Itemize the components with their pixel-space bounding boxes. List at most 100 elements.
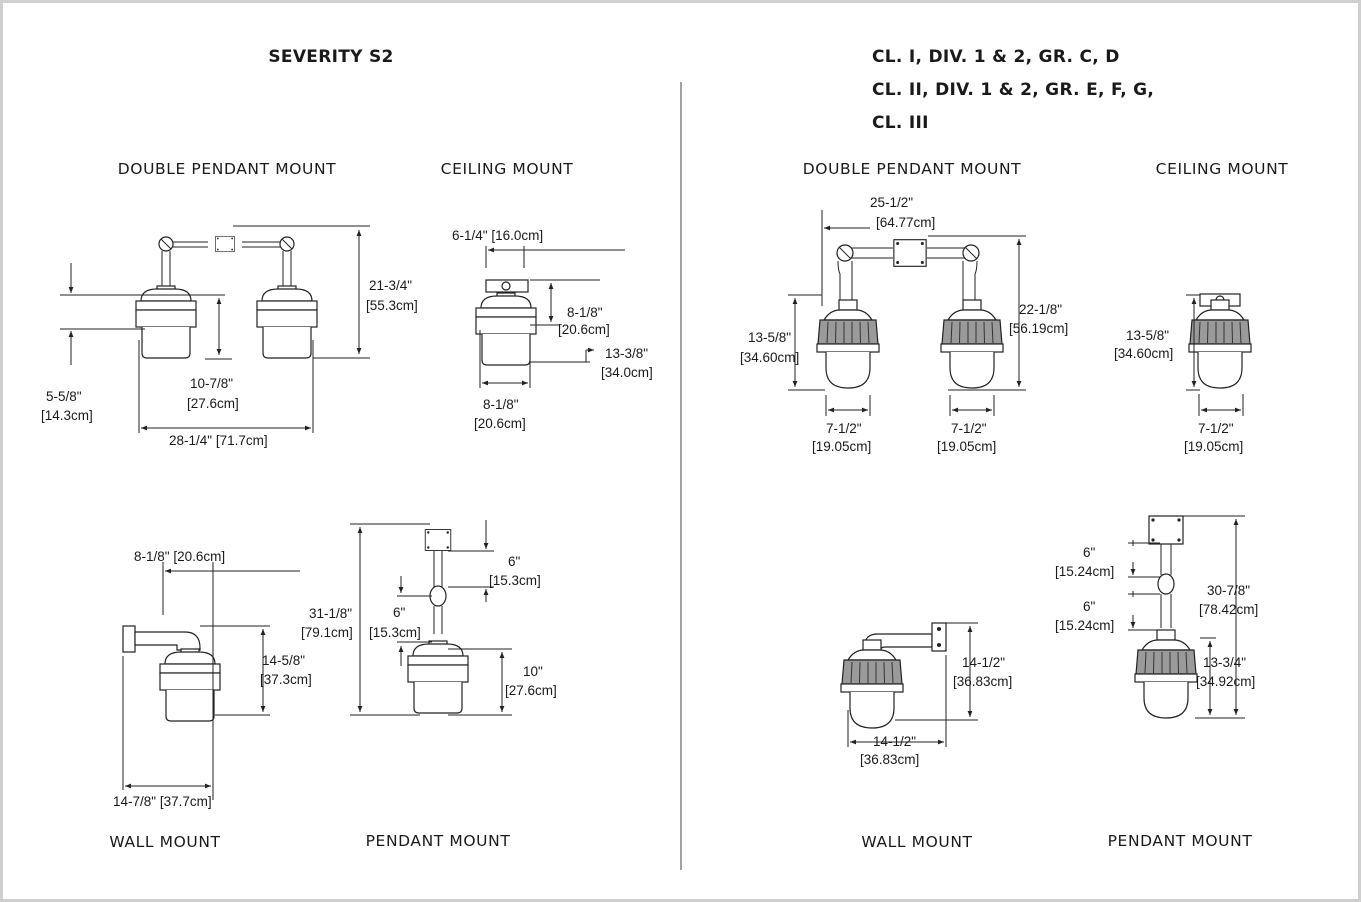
right-dim-pm-body-b: [34.92cm] [1196,674,1255,689]
right-dim-dp-w1-a: 7-1/2" [826,421,862,436]
fixture-part [937,627,941,631]
luminaire [940,299,1004,389]
right-dim-pm-lower-a: 6" [1083,599,1096,614]
left-wall-title: WALL MOUNT [109,833,220,851]
left-double-pendant-fixture [135,235,318,359]
right-dim-pm-total-a: 30-7/8" [1207,583,1250,598]
left-dim-pm-total-a: 31-1/8" [309,606,352,621]
right-dim-dp-left-b: [34.60cm] [740,350,799,365]
right-wall-dims: 14-1/2" [36.83cm] 14-1/2" [36.83cm] [847,622,1012,767]
right-dim-dp-right-b: [56.19cm] [1009,321,1068,336]
right-dim-pm-lower-b: [15.24cm] [1055,618,1114,633]
junction-box [1148,515,1184,545]
left-dim-cm-height-a: 13-3/8" [605,346,648,361]
right-double-pendant-fixture [816,239,1004,389]
luminaire [159,648,221,722]
fixture-part [1157,573,1175,595]
right-dim-pm-upper-a: 6" [1083,545,1096,560]
right-header-line-3: CL. III [872,113,929,133]
fixture-part [429,585,447,607]
fixture-part [122,625,136,653]
junction-box [424,529,452,551]
right-double-pendant-dims: 25-1/2" [64.77cm] 22-1/8" [56.19cm] 13-5… [740,195,1068,454]
fixture-part [837,260,853,300]
left-dim-dp-side-a: 5-5/8" [46,389,82,404]
left-dim-cm-body-a: 8-1/8" [567,305,603,320]
right-dim-cm-height-a: 13-5/8" [1126,328,1169,343]
junction-box [893,239,927,267]
junction-box [215,235,235,253]
fixture-part [962,260,978,300]
left-dim-cm-height-b: [34.0cm] [601,365,653,380]
right-dim-wm-height-a: 14-1/2" [962,655,1005,670]
right-dim-pm-total-b: [78.42cm] [1199,602,1258,617]
right-ceiling-title: CEILING MOUNT [1156,160,1289,178]
luminaire [256,285,318,359]
left-double-pendant-dims: 21-3/4" [55.3cm] 5-5/8" [14.3cm] 10-7/8"… [41,225,418,448]
left-dim-pm-upper-a: 6" [508,554,521,569]
left-dim-dp-body-b: [27.6cm] [187,396,239,411]
right-dim-wm-width-a: 14-1/2" [873,734,916,749]
left-dim-wm-height-a: 14-5/8" [262,653,305,668]
fixture-part [964,246,978,260]
fixture-part [134,631,201,651]
luminaire [475,292,537,366]
left-header: SEVERITY S2 [268,47,393,67]
fixture-part [501,281,511,291]
left-ceiling-title: CEILING MOUNT [441,160,574,178]
right-dim-dp-right-a: 22-1/8" [1019,302,1062,317]
right-pendant-dims: 30-7/8" [78.42cm] 6" [15.24cm] 6" [15.24… [1055,515,1258,719]
right-ceiling-fixture [1188,293,1252,389]
right-dim-dp-w2-b: [19.05cm] [937,439,996,454]
right-dim-dp-top-b: [64.77cm] [876,215,935,230]
fixture-part [931,622,947,652]
left-ceiling-dims: 6-1/4" [16.0cm] 8-1/8" [20.6cm] 13-3/8" … [452,228,653,431]
left-dim-dp-body-a: 10-7/8" [190,376,233,391]
fixture-part [281,238,293,250]
right-dim-pm-upper-b: [15.24cm] [1055,564,1114,579]
right-double-pendant-title: DOUBLE PENDANT MOUNT [803,160,1021,178]
left-dim-pm-lower-b: [15.3cm] [369,625,421,640]
luminaire [1134,629,1198,719]
left-pendant-dims: 31-1/8" [79.1cm] 6" [15.3cm] 6" [15.3cm]… [301,520,557,716]
left-ceiling-fixture [475,279,537,366]
right-ceiling-dims: 13-5/8" [34.60cm] 7-1/2" [19.05cm] [1114,294,1244,454]
left-wall-dims: 8-1/8" [20.6cm] 14-5/8" [37.3cm] 14-7/8"… [113,549,312,809]
right-header-line-1: CL. I, DIV. 1 & 2, GR. C, D [872,47,1120,67]
left-dim-wm-top: 8-1/8" [20.6cm] [134,549,225,564]
left-dim-pm-total-b: [79.1cm] [301,625,353,640]
right-dim-wm-height-b: [36.83cm] [953,674,1012,689]
left-dim-wm-height-b: [37.3cm] [260,672,312,687]
right-dim-dp-top-a: 25-1/2" [870,195,913,210]
right-dim-dp-w2-a: 7-1/2" [951,421,987,436]
left-double-pendant-title: DOUBLE PENDANT MOUNT [118,160,336,178]
left-pendant-title: PENDANT MOUNT [366,832,511,850]
left-pendant-fixture [407,529,469,714]
right-dim-pm-body-a: 13-3/4" [1203,655,1246,670]
right-pendant-fixture [1134,515,1198,719]
left-dim-dp-height-b: [55.3cm] [366,298,418,313]
left-dim-cm-top: 6-1/4" [16.0cm] [452,228,543,243]
left-dim-pm-body-b: [27.6cm] [505,683,557,698]
right-dim-cm-height-b: [34.60cm] [1114,346,1173,361]
left-dim-dp-height-a: 21-3/4" [369,278,412,293]
left-dim-pm-body-a: 10" [523,664,543,679]
left-dim-cm-width-a: 8-1/8" [483,397,519,412]
right-wall-title: WALL MOUNT [861,833,972,851]
left-dim-pm-lower-a: 6" [393,605,406,620]
right-dim-wm-width-b: [36.83cm] [860,752,919,767]
left-dim-cm-body-b: [20.6cm] [558,322,610,337]
left-dim-cm-width-b: [20.6cm] [474,416,526,431]
luminaire [135,285,197,359]
right-dim-cm-width-a: 7-1/2" [1198,421,1234,436]
left-dim-dp-side-b: [14.3cm] [41,408,93,423]
right-pendant-title: PENDANT MOUNT [1108,832,1253,850]
left-dim-dp-width: 28-1/4" [71.7cm] [169,433,268,448]
luminaire [840,639,904,729]
left-dim-pm-upper-b: [15.3cm] [489,573,541,588]
right-dim-dp-left-a: 13-5/8" [748,330,791,345]
luminaire [816,299,880,389]
right-dim-cm-width-b: [19.05cm] [1184,439,1243,454]
left-wall-fixture [122,625,221,722]
